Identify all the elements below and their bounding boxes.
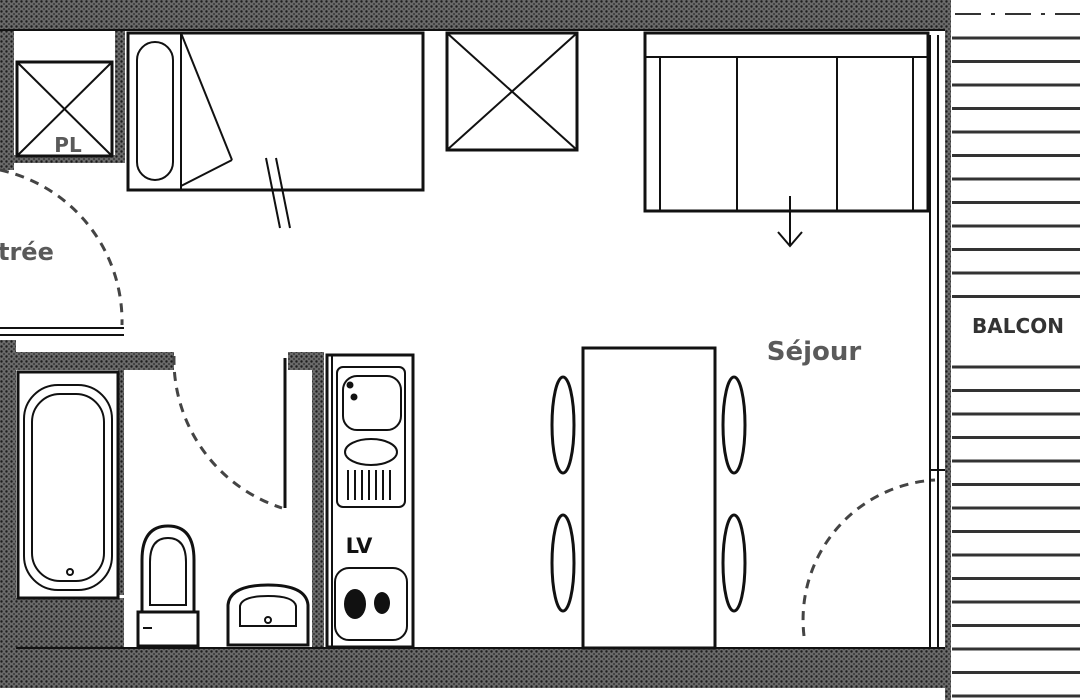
wall-bath-floor (16, 598, 124, 648)
bathtub (16, 370, 120, 600)
chair (721, 513, 747, 613)
dining-table (581, 346, 717, 650)
dining-chairs (550, 375, 747, 613)
wall-bottom (0, 648, 945, 688)
wall-left-lower (0, 340, 16, 648)
sofa (643, 31, 930, 248)
wall-closet-right (115, 30, 125, 160)
entree-label: trée (0, 238, 54, 266)
entry-door-swing (0, 168, 124, 326)
lave-vaisselle-label: LV (346, 534, 373, 558)
balcony-wall (945, 0, 951, 700)
bed-frame (126, 31, 425, 229)
balcony-door-swing (801, 478, 936, 637)
wall-left-upper (0, 30, 14, 170)
wall-edges (0, 29, 945, 649)
toilet (136, 524, 200, 648)
walls (0, 0, 945, 688)
balcony: BALCON (945, 0, 1080, 700)
sejour-label: Séjour (767, 337, 862, 367)
wall-closet-bottom (14, 155, 125, 163)
placard-label: PL (54, 133, 82, 157)
window-frame (929, 35, 945, 648)
kitchen-sink (336, 366, 406, 508)
wall-top (0, 0, 945, 30)
placard: PL (15, 60, 114, 158)
chair (550, 513, 576, 613)
bed-pillow (136, 41, 174, 181)
cabinet-x (445, 31, 579, 152)
wall-bath-top (16, 352, 174, 370)
wall-shower-partition (118, 370, 124, 595)
cooktop (334, 567, 408, 641)
balcony-slats (952, 36, 1080, 698)
chair (721, 375, 747, 475)
wall-bath-partition (312, 352, 324, 648)
washbasin (226, 583, 310, 647)
bathroom-door-swing (172, 355, 283, 510)
balcon-label: BALCON (972, 314, 1064, 338)
chair (550, 375, 576, 475)
kitchen-counter (325, 353, 415, 649)
